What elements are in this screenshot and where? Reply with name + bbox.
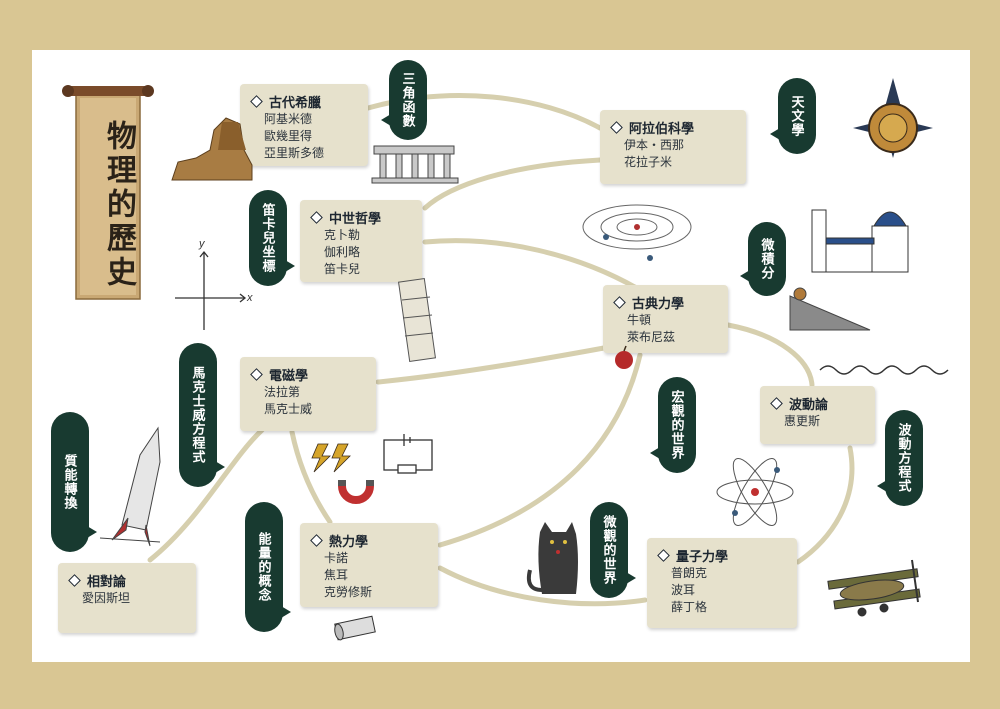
- tag-macro-world: 宏觀的世界: [650, 377, 696, 473]
- person-name: 克卜勒: [324, 228, 361, 242]
- diamond-icon: [310, 534, 323, 547]
- path-em-relativity: [147, 427, 265, 563]
- node-title: 熱力學: [329, 534, 369, 549]
- node-classical-mechanics[interactable]: 古典力學 牛頓 萊布尼茲: [603, 285, 728, 353]
- person-name: 法拉第: [264, 385, 301, 399]
- node-relativity[interactable]: 相對論 愛因斯坦: [58, 563, 196, 633]
- diamond-icon: [770, 397, 783, 410]
- person-name: 克勞修斯: [324, 585, 373, 599]
- person-name: 萊布尼茲: [627, 330, 676, 344]
- node-title: 波動論: [789, 397, 829, 412]
- node-title: 中世哲學: [329, 211, 382, 226]
- path-arabic-medieval: [422, 157, 603, 211]
- person-name: 伊本・西那: [624, 138, 685, 152]
- tag-astronomy: 天文學: [770, 78, 816, 154]
- person-name: 花拉子米: [624, 155, 673, 169]
- person-name: 卡諾: [324, 551, 349, 565]
- tag-mass-energy: 質能轉換: [51, 412, 97, 552]
- person-name: 亞里斯多德: [264, 146, 325, 160]
- node-thermodynamics[interactable]: 熱力學 卡諾 焦耳 克勞修斯: [300, 523, 438, 607]
- title-scroll-icon: [62, 85, 154, 300]
- person-name: 馬克士威: [264, 402, 313, 416]
- path-em-thermo: [289, 429, 333, 525]
- person-name: 愛因斯坦: [82, 591, 131, 605]
- tag-energy-concept: 能量的概念: [245, 502, 291, 632]
- node-electromagnetism[interactable]: 電磁學 法拉第 馬克士威: [240, 357, 376, 431]
- node-title: 量子力學: [676, 549, 729, 564]
- path-classical-thermo: [437, 352, 643, 548]
- person-name: 普朗克: [671, 566, 708, 580]
- path-thermo-quantum: [437, 565, 648, 607]
- node-title: 電磁學: [269, 368, 309, 383]
- person-name: 惠更斯: [784, 414, 821, 428]
- diamond-icon: [68, 574, 81, 587]
- person-name: 焦耳: [324, 568, 349, 582]
- person-name: 伽利略: [324, 245, 361, 259]
- tag-calculus: 微積分: [740, 222, 786, 296]
- node-title: 相對論: [87, 574, 127, 589]
- tag-trigonometry: 三角函數: [381, 60, 427, 140]
- tag-wave-equation: 波動方程式: [877, 410, 923, 506]
- tag-cartesian: 笛卡兒坐標: [249, 190, 295, 286]
- node-wave-theory[interactable]: 波動論 惠更斯: [760, 386, 875, 444]
- node-ancient-greece[interactable]: 古代希臘 阿基米德 歐幾里得 亞里斯多德: [240, 84, 368, 166]
- axis-label-x: x: [247, 292, 253, 304]
- path-classical-wave: [725, 322, 815, 388]
- node-title: 古代希臘: [269, 95, 322, 110]
- node-medieval-philosophy[interactable]: 中世哲學 克卜勒 伽利略 笛卡兒: [300, 200, 422, 282]
- node-arabic-science[interactable]: 阿拉伯科學 伊本・西那 花拉子米: [600, 110, 746, 184]
- diamond-icon: [613, 296, 626, 309]
- person-name: 薛丁格: [671, 600, 708, 614]
- diamond-icon: [310, 211, 323, 224]
- person-name: 笛卡兒: [324, 262, 361, 276]
- person-name: 波耳: [671, 583, 696, 597]
- person-name: 歐幾里得: [264, 129, 313, 143]
- diamond-icon: [610, 121, 623, 134]
- tag-maxwell-equations: 馬克士威方程式: [179, 343, 225, 487]
- node-quantum-mechanics[interactable]: 量子力學 普朗克 波耳 薛丁格: [647, 538, 797, 628]
- axis-label-y: y: [199, 238, 205, 250]
- path-wave-quantum: [795, 445, 855, 565]
- person-name: 阿基米德: [264, 112, 313, 126]
- path-classical-em: [375, 342, 623, 385]
- node-title: 阿拉伯科學: [629, 121, 695, 136]
- tag-micro-world: 微觀的世界: [590, 502, 636, 598]
- path-medieval-classical: [422, 238, 643, 293]
- person-name: 牛頓: [627, 313, 652, 327]
- page-title: 物理的歷史: [101, 120, 136, 290]
- diamond-icon: [657, 549, 670, 562]
- diamond-icon: [250, 368, 263, 381]
- node-title: 古典力學: [632, 296, 685, 311]
- diamond-icon: [250, 95, 263, 108]
